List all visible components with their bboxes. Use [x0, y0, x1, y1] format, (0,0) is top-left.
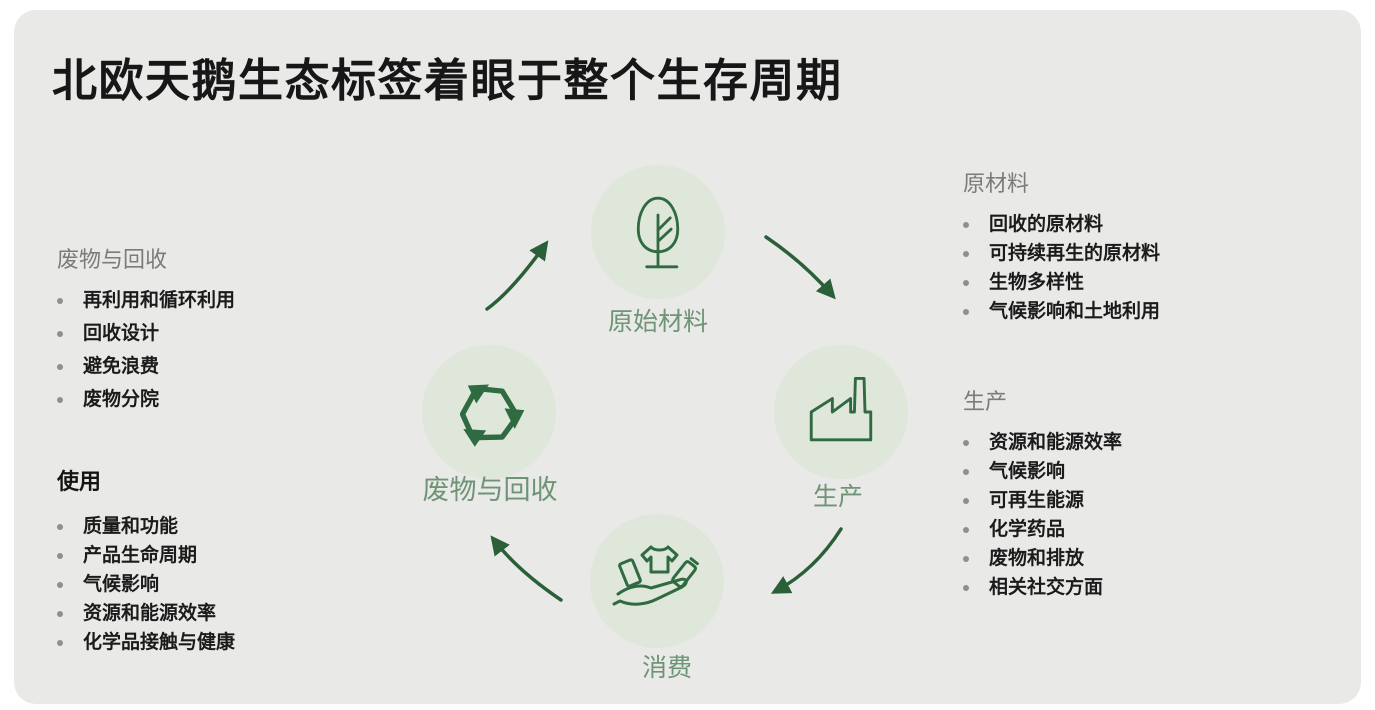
list-item-label: 质量和功能: [83, 516, 179, 537]
list-item-label: 气候影响和土地利用: [989, 301, 1161, 322]
bullet-dot: [57, 552, 63, 559]
bullet-dot: [963, 250, 969, 257]
cycle-node-consumption: [590, 514, 724, 648]
factory-icon: [809, 376, 873, 442]
bullet-dot: [57, 297, 63, 304]
list-item: 生物多样性: [963, 272, 1160, 293]
bullet-dot: [57, 581, 63, 588]
list-item: 再利用和循环利用: [57, 290, 235, 311]
section-heading: 废物与回收: [57, 247, 168, 272]
list-item: 避免浪费: [57, 356, 235, 377]
section-heading: 原材料: [963, 171, 1030, 196]
bullet-dot: [963, 308, 969, 315]
section-production: 生产 资源和能源效率 气候影响 可再生能源 化学药品 废物和排放 相关社交方面: [963, 388, 1122, 606]
list-item: 可再生能源: [963, 490, 1122, 511]
list-item-label: 废物和排放: [989, 548, 1085, 569]
cycle-label-waste-recycling: 废物与回收: [422, 475, 558, 505]
section-use: 使用 质量和功能 产品生命周期 气候影响 资源和能源效率 化学品接触与健康: [57, 468, 235, 661]
list-item-label: 资源和能源效率: [83, 603, 217, 624]
section-waste-recycling: 废物与回收 再利用和循环利用 回收设计 避免浪费 废物分院: [57, 246, 235, 422]
list-item-label: 资源和能源效率: [989, 432, 1123, 453]
list-item: 化学药品: [963, 519, 1122, 540]
cycle-label-consumption: 消费: [641, 654, 692, 682]
cycle-label-raw-materials: 原始材料: [607, 308, 708, 336]
bullet-dot: [57, 523, 63, 530]
list-item: 气候影响: [57, 574, 235, 595]
section-heading: 使用: [57, 469, 102, 494]
list-item: 回收设计: [57, 323, 235, 344]
list-item-label: 化学药品: [989, 519, 1066, 540]
bullet-dot: [57, 363, 63, 370]
section-raw-materials: 原材料 回收的原材料 可持续再生的原材料 生物多样性 气候影响和土地利用: [963, 170, 1160, 330]
cycle-node-raw-materials: [591, 165, 725, 299]
list-item: 气候影响和土地利用: [963, 301, 1160, 322]
bullet-dot: [57, 639, 63, 646]
list-item-label: 回收的原材料: [989, 214, 1104, 235]
list-item: 回收的原材料: [963, 214, 1160, 235]
list-item: 质量和功能: [57, 516, 235, 537]
list-item-label: 再利用和循环利用: [83, 290, 236, 311]
list-item-label: 回收设计: [83, 323, 160, 344]
bullet-dot: [963, 526, 969, 533]
list-item-label: 相关社交方面: [989, 577, 1104, 598]
bullet-dot: [963, 584, 969, 591]
list-item: 相关社交方面: [963, 577, 1122, 598]
list-item: 资源和能源效率: [57, 603, 235, 624]
list-item-label: 废物分院: [83, 389, 160, 410]
list-item: 废物分院: [57, 389, 235, 410]
page-title: 北欧天鹅生态标签着眼于整个生存周期: [52, 55, 843, 106]
list-item: 产品生命周期: [57, 545, 235, 566]
bullet-dot: [963, 468, 969, 475]
bullet-dot: [963, 497, 969, 504]
list-item: 可持续再生的原材料: [963, 243, 1160, 264]
bullet-dot: [57, 330, 63, 337]
cycle-node-production: [774, 345, 908, 479]
list-item-label: 可持续再生的原材料: [989, 243, 1161, 264]
hand-items-icon: [612, 545, 699, 606]
bullet-dot: [963, 279, 969, 286]
list-item: 资源和能源效率: [963, 432, 1122, 453]
tree-icon: [636, 196, 680, 269]
list-item: 废物和排放: [963, 548, 1122, 569]
bullet-dot: [963, 555, 969, 562]
section-heading: 生产: [963, 389, 1008, 414]
list-item-label: 化学品接触与健康: [83, 632, 236, 653]
recycle-icon: [459, 384, 525, 447]
list-item-label: 产品生命周期: [83, 545, 198, 566]
list-item: 化学品接触与健康: [57, 632, 235, 653]
list-item-label: 生物多样性: [989, 272, 1085, 293]
list-item-label: 避免浪费: [83, 356, 160, 377]
list-item-label: 可再生能源: [989, 490, 1085, 511]
bullet-dot: [57, 610, 63, 617]
bullet-dot: [963, 221, 969, 228]
cycle-label-production: 生产: [812, 483, 863, 511]
list-item: 气候影响: [963, 461, 1122, 482]
cycle-node-waste-recycling: [422, 345, 556, 479]
list-item-label: 气候影响: [989, 461, 1066, 482]
bullet-dot: [57, 396, 63, 403]
bullet-dot: [963, 439, 969, 446]
list-item-label: 气候影响: [83, 574, 160, 595]
